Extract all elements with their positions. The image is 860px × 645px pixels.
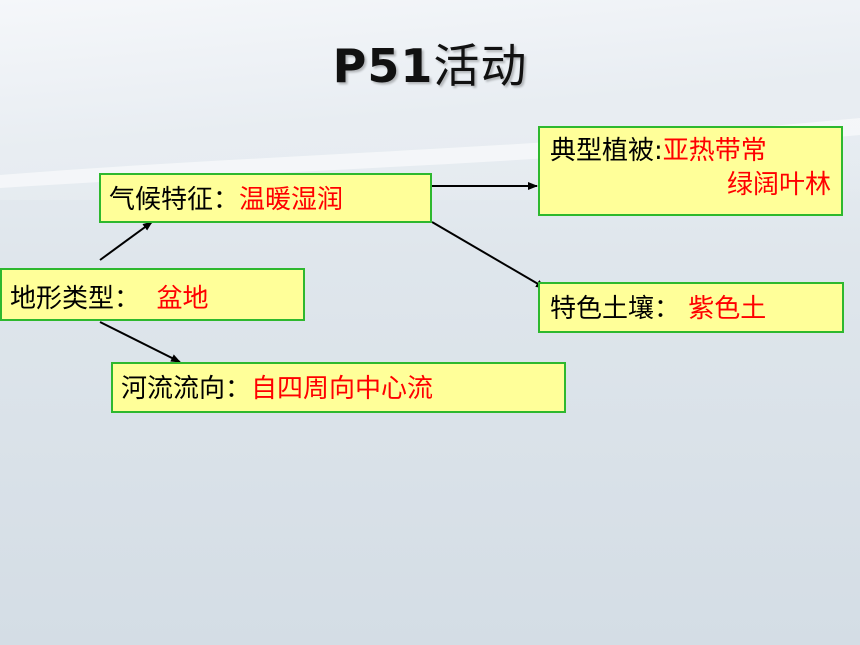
climate-value: 温暖湿润 <box>239 185 344 215</box>
river-value: 自四周向中心流 <box>251 374 434 404</box>
arrow-landform-to-river <box>99 321 181 363</box>
vegetation-box: 典型植被:亚热带常 绿阔叶林 <box>538 126 843 216</box>
arrow-climate-to-soil <box>431 221 546 289</box>
landform-value: 盆地 <box>156 284 209 314</box>
vegetation-value-line2: 绿阔叶林 <box>726 170 831 200</box>
climate-box: 气候特征：温暖湿润 <box>99 173 432 223</box>
soil-value: 紫色土 <box>688 294 767 324</box>
title-text: 活动 <box>433 39 528 93</box>
landform-box: 地形类型： 盆地 <box>0 268 305 321</box>
title-number: P51 <box>332 39 434 93</box>
river-box: 河流流向：自四周向中心流 <box>111 362 566 413</box>
page-title: P51活动 <box>0 30 860 96</box>
background-swoosh <box>0 118 860 188</box>
landform-label: 地形类型： <box>10 284 141 314</box>
soil-label: 特色土壤： <box>550 294 681 324</box>
arrow-landform-to-climate <box>99 221 153 261</box>
climate-label: 气候特征： <box>109 185 240 215</box>
vegetation-label: 典型植被: <box>550 136 663 166</box>
soil-box: 特色土壤： 紫色土 <box>538 282 844 333</box>
vegetation-value-line1: 亚热带常 <box>662 136 767 166</box>
river-label: 河流流向： <box>121 374 252 404</box>
